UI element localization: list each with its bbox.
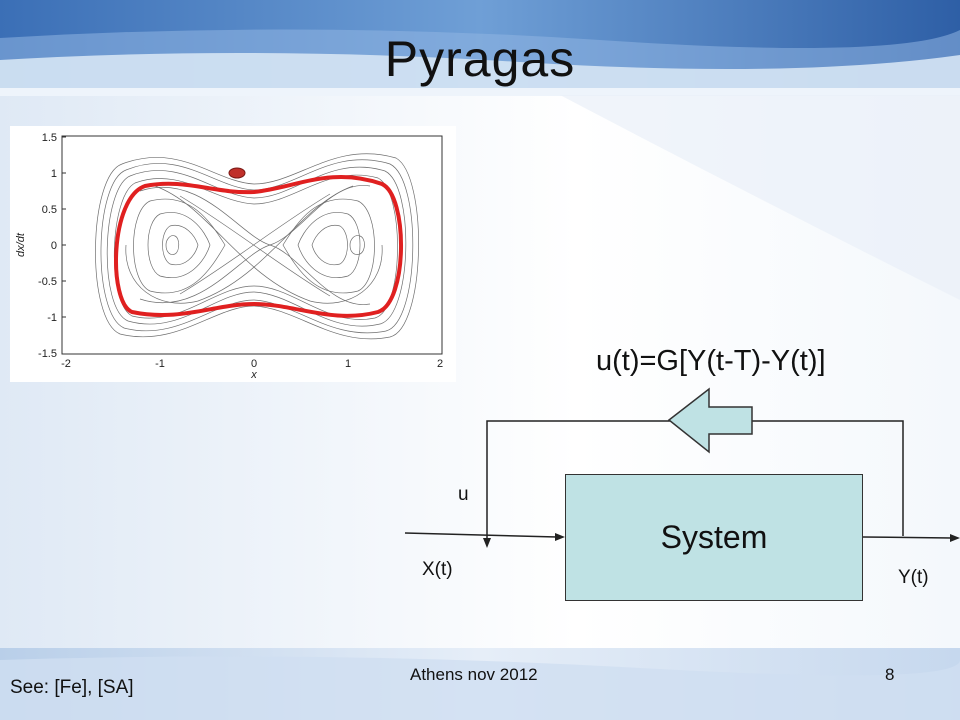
control-point-marker <box>228 167 246 179</box>
x-axis-label: x <box>250 369 257 381</box>
y-axis-label: dx/dt <box>15 232 27 257</box>
page-number: 8 <box>885 665 895 684</box>
output-line <box>862 536 953 539</box>
control-input-label: u <box>458 484 469 505</box>
output-arrow-head <box>950 534 960 542</box>
phase-portrait-plot: 1.5 1 0.5 0 -0.5 -1 -1.5 -2 -1 0 1 2 x d… <box>10 126 456 382</box>
y-tick-label: 1.5 <box>42 132 57 144</box>
system-label: System <box>660 519 768 555</box>
x-tick-label: 0 <box>251 358 257 370</box>
y-tick-label: -1 <box>47 312 57 324</box>
y-tick-label: 0.5 <box>42 204 57 216</box>
footer-text: Athens nov 2012 <box>410 665 538 684</box>
y-tick-label: -1.5 <box>38 348 57 360</box>
x-tick-label: -2 <box>61 358 71 370</box>
references-note: See: [Fe], [SA] <box>10 677 134 698</box>
x-tick-label: 1 <box>345 358 351 370</box>
output-signal-label: Y(t) <box>898 567 929 588</box>
input-line <box>404 532 558 538</box>
y-tick-label: 0 <box>51 240 57 252</box>
y-tick-labels: 1.5 1 0.5 0 -0.5 -1 -1.5 <box>38 132 57 360</box>
slide-title: Pyragas <box>384 31 576 87</box>
stabilized-orbit <box>114 175 403 318</box>
x-tick-labels: -2 -1 0 1 2 <box>61 358 443 370</box>
control-law-formula: u(t)=G[Y(t-T)-Y(t)] <box>596 345 826 377</box>
feedback-arrow-marker <box>483 538 491 548</box>
y-tick-label: 1 <box>51 168 57 180</box>
x-tick-label: 2 <box>437 358 443 370</box>
plot-axes-frame <box>61 135 443 355</box>
input-signal-label: X(t) <box>422 559 453 580</box>
system-block: System <box>565 474 863 601</box>
feedback-direction-arrow <box>667 387 753 454</box>
x-tick-label: -1 <box>155 358 165 370</box>
input-arrow-head <box>555 533 565 541</box>
y-tick-marks <box>62 136 66 318</box>
y-tick-label: -0.5 <box>38 276 57 288</box>
